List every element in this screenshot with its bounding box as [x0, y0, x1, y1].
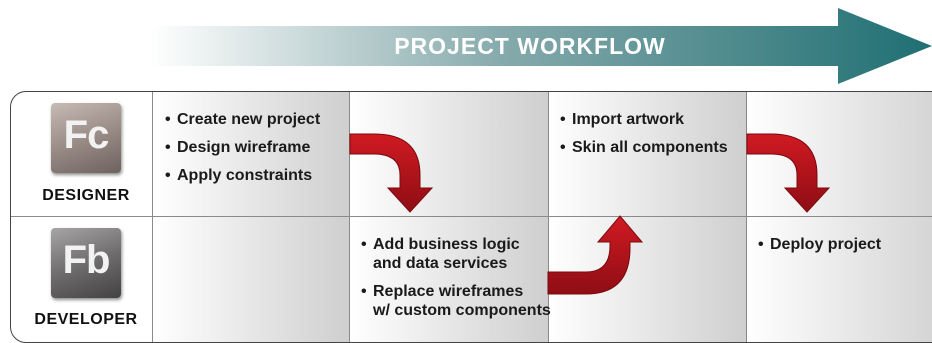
task-line: Add business logic [373, 236, 520, 253]
developer-task-list-stage4: Deploy project [758, 235, 881, 263]
designer-task-list-stage3: Import artwork Skin all components [560, 110, 728, 166]
workflow-arrow [150, 8, 932, 84]
designer-task-list-stage1: Create new project Design wireframe Appl… [165, 110, 320, 194]
column-divider [349, 92, 350, 342]
workflow-title: PROJECT WORKFLOW [394, 33, 666, 59]
list-item: Apply constraints [165, 166, 320, 185]
list-item: Design wireframe [165, 138, 320, 157]
flash-catalyst-icon: Fc [51, 103, 121, 173]
workflow-grid: Fc DESIGNER Fb DEVELOPER Create new proj… [10, 91, 932, 343]
developer-role: Fb DEVELOPER [11, 217, 151, 341]
list-item: Replace wireframes w/ custom components [361, 282, 551, 320]
list-item: Create new project [165, 110, 320, 129]
task-line: Replace wireframes [373, 283, 524, 300]
task-line: and data services [373, 255, 508, 272]
list-item: Deploy project [758, 235, 881, 254]
list-item: Add business logic and data services [361, 235, 551, 273]
developer-label: DEVELOPER [34, 311, 138, 328]
fc-icon-text: Fc [63, 113, 110, 157]
list-item: Import artwork [560, 110, 728, 129]
row-divider [11, 216, 932, 217]
flash-builder-icon: Fb [51, 228, 121, 298]
column-divider [746, 92, 747, 342]
task-line: w/ custom components [373, 302, 551, 319]
fb-icon-text: Fb [62, 238, 111, 282]
designer-role: Fc DESIGNER [11, 92, 151, 216]
designer-label: DESIGNER [42, 187, 130, 204]
list-item: Skin all components [560, 138, 728, 157]
column-divider [152, 92, 153, 342]
developer-task-list-stage2: Add business logic and data services Rep… [361, 235, 551, 329]
